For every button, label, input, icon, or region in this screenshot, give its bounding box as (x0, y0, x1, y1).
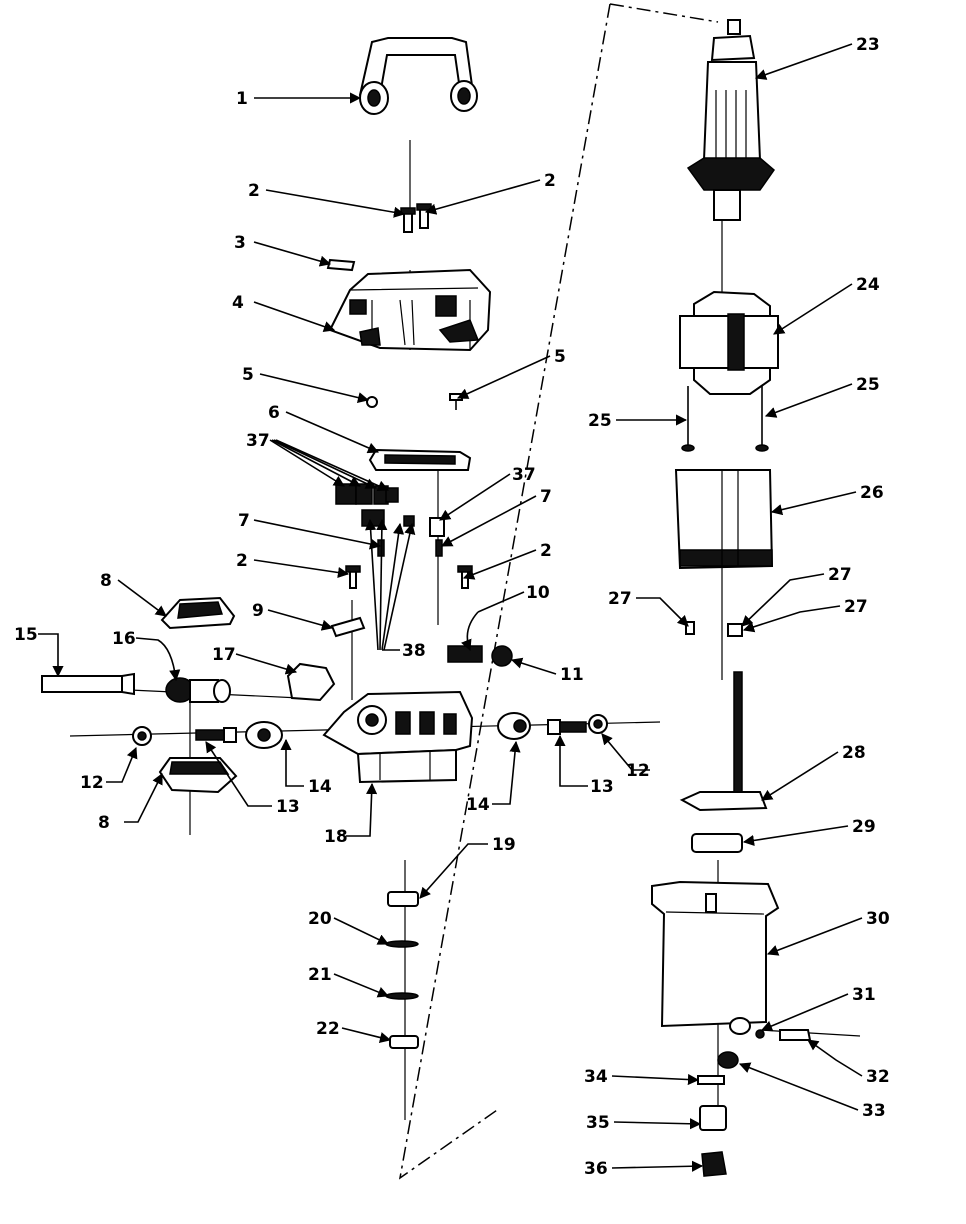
callout-5a: 5 (242, 365, 254, 385)
callout-21: 21 (308, 965, 332, 985)
callout-28: 28 (842, 743, 866, 763)
callout-2b: 2 (544, 171, 556, 191)
callout-10: 10 (526, 583, 550, 603)
callout-26: 26 (860, 483, 884, 503)
callout-25b: 25 (856, 375, 880, 395)
part-bearing-group-right (497, 712, 608, 740)
callout-9: 9 (252, 601, 264, 621)
part-springs (377, 539, 443, 557)
callout-7a: 7 (238, 511, 250, 531)
callout-17: 17 (212, 645, 236, 665)
part-field-coil (679, 290, 779, 395)
part-strain-relief (165, 677, 231, 703)
callout-32: 32 (866, 1067, 890, 1087)
callout-27c: 27 (844, 597, 868, 617)
callout-13a: 13 (276, 797, 300, 817)
callout-7b: 7 (540, 487, 552, 507)
part-end-parts (697, 1075, 727, 1177)
callout-11: 11 (560, 665, 584, 685)
part-tab (326, 258, 356, 272)
callout-25a: 25 (588, 411, 612, 431)
callout-31: 31 (852, 985, 876, 1005)
part-long-screws (681, 386, 769, 452)
callout-8b: 8 (98, 813, 110, 833)
part-brush-blocks (335, 483, 445, 537)
callout-6: 6 (268, 403, 280, 423)
callout-13b: 13 (590, 777, 614, 797)
callout-1: 1 (236, 89, 248, 109)
part-small-screws (366, 393, 463, 410)
leader-lines (38, 43, 863, 1172)
callout-18: 18 (324, 827, 348, 847)
part-handle (358, 37, 478, 115)
callout-14b: 14 (466, 795, 490, 815)
callout-29: 29 (852, 817, 876, 837)
callout-34: 34 (584, 1067, 608, 1087)
part-gear-housing (322, 690, 474, 784)
callout-30: 30 (866, 909, 890, 929)
callout-15: 15 (14, 625, 38, 645)
part-switch (447, 645, 513, 667)
callout-3: 3 (234, 233, 246, 253)
callout-24: 24 (856, 275, 880, 295)
callout-33: 33 (862, 1101, 886, 1121)
callout-14a: 14 (308, 777, 332, 797)
callout-12a: 12 (80, 773, 104, 793)
part-clip (330, 616, 366, 638)
part-lower-stack (385, 891, 419, 1049)
part-switch-plate (368, 448, 472, 471)
callout-19: 19 (492, 835, 516, 855)
part-top-housing (328, 268, 492, 352)
part-grip-bottom (158, 757, 238, 794)
part-rear-housing (651, 880, 780, 1035)
callout-27a: 27 (608, 589, 632, 609)
callout-36: 36 (584, 1159, 608, 1179)
part-bearing-ring (691, 833, 743, 853)
callout-37a: 37 (246, 431, 270, 451)
callout-38: 38 (402, 641, 426, 661)
part-grip-top (160, 596, 236, 630)
callout-12b: 12 (626, 761, 650, 781)
part-terminal-block (286, 662, 336, 702)
callout-2d: 2 (540, 541, 552, 561)
callout-20: 20 (308, 909, 332, 929)
centerline-right-pin (759, 1029, 861, 1037)
callout-labels: 1 2 2 3 4 5 5 6 37 37 7 7 2 2 8 9 38 10 … (14, 35, 890, 1179)
callout-4: 4 (232, 293, 244, 313)
callout-8a: 8 (100, 571, 112, 591)
callout-2c: 2 (236, 551, 248, 571)
callout-22: 22 (316, 1019, 340, 1039)
callout-5b: 5 (554, 347, 566, 367)
callout-37b: 37 (512, 465, 536, 485)
part-clips (685, 621, 743, 637)
callout-2a: 2 (248, 181, 260, 201)
part-cord (41, 672, 135, 696)
callout-35: 35 (586, 1113, 610, 1133)
callout-16: 16 (112, 629, 136, 649)
callout-23: 23 (856, 35, 880, 55)
assembly-boundary-line (398, 3, 719, 1180)
part-bearing-group-left (132, 721, 283, 749)
part-screw-pair-mid (345, 565, 473, 589)
callout-27b: 27 (828, 565, 852, 585)
part-brush-assembly (679, 671, 768, 812)
part-rear-pin-group (717, 1029, 812, 1069)
part-motor-housing (674, 469, 774, 570)
part-screw-pair-top (400, 203, 432, 233)
part-armature (686, 19, 776, 221)
